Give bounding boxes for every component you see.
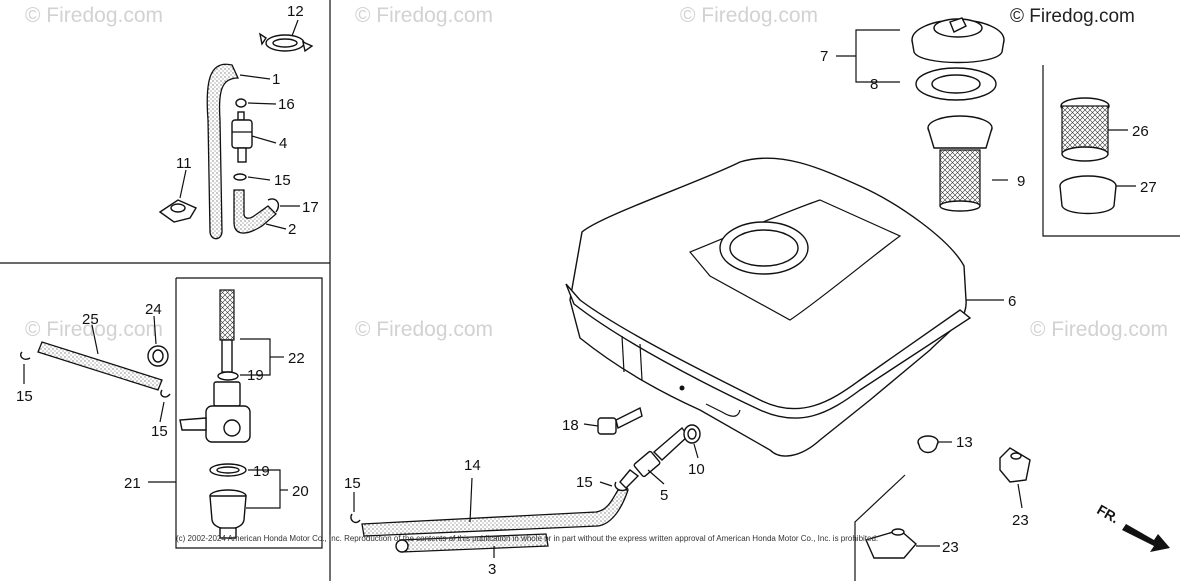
callout-21: 21 [124, 475, 141, 492]
watermark-primary: © Firedog.com [1010, 6, 1135, 27]
strainer-part-26 [1060, 97, 1110, 162]
callout-6: 6 [1008, 293, 1016, 310]
watermark-text: © Firedog.com [1030, 318, 1168, 341]
clip-part-16 [235, 98, 247, 108]
cap-gasket-part-8 [915, 67, 997, 101]
watermark-text: © Firedog.com [25, 318, 163, 341]
callout-18: 18 [562, 417, 579, 434]
washer-part-10 [683, 424, 701, 444]
callout-20: 20 [292, 483, 309, 500]
fuel-hose-part-1 [206, 63, 240, 240]
bolt-part-18 [597, 406, 643, 435]
callout-23: 23 [1012, 512, 1029, 529]
callout-4: 4 [279, 135, 287, 152]
sediment-cup-part-20 [209, 489, 247, 539]
hose-clamp-part-12 [258, 32, 314, 53]
hose-part-2 [233, 189, 277, 234]
tube-part-25 [37, 341, 163, 391]
clip-part-15 [233, 173, 247, 181]
callout-17: 17 [302, 199, 319, 216]
callout-7: 7 [820, 48, 828, 65]
cap-part-13 [917, 435, 939, 454]
bracket-part-23 [865, 528, 917, 559]
callout-26: 26 [1132, 123, 1149, 140]
clip-part-15 [160, 389, 171, 398]
callout-labels: 12 1 16 4 11 15 17 2 25 24 15 15 21 22 1… [16, 3, 1157, 578]
callout-15: 15 [344, 475, 361, 492]
o-ring-inner-part-19 [216, 466, 240, 474]
clip-part-15 [350, 513, 361, 524]
callout-25: 25 [82, 311, 99, 328]
front-direction-arrow: FR. [1094, 501, 1170, 552]
callout-13: 13 [956, 434, 973, 451]
fuel-joint-part-5 [619, 426, 689, 489]
clip-part-17 [267, 198, 280, 213]
direction-label: FR. [1094, 501, 1122, 526]
fuel-cap-part-7 [911, 17, 1005, 64]
callout-22: 22 [288, 350, 305, 367]
callout-5: 5 [660, 487, 668, 504]
fuel-tank-part-6 [565, 157, 972, 457]
callout-23: 23 [942, 539, 959, 556]
o-ring-part-19 [217, 371, 239, 381]
callout-24: 24 [145, 301, 162, 318]
watermark-text: © Firedog.com [680, 4, 818, 27]
grommet-part-24 [147, 345, 169, 367]
callout-15: 15 [576, 474, 593, 491]
fuel-valve-part-21 [179, 381, 251, 443]
fuel-strainer-part-9 [927, 115, 993, 212]
fuel-filter-part-4 [231, 111, 253, 163]
tube-end-part-3 [395, 539, 409, 553]
ring-part-27 [1059, 175, 1117, 215]
clip-part-15 [614, 481, 629, 492]
callout-12: 12 [287, 3, 304, 20]
callout-19: 19 [247, 367, 264, 384]
callout-27: 27 [1140, 179, 1157, 196]
strainer-part-22 [219, 289, 235, 373]
callout-15: 15 [16, 388, 33, 405]
callout-15: 15 [151, 423, 168, 440]
callout-11: 11 [176, 155, 192, 172]
clip-part-11 [158, 199, 198, 223]
callout-14: 14 [464, 457, 481, 474]
watermark-text: © Firedog.com [355, 4, 493, 27]
callout-15: 15 [274, 172, 291, 189]
callout-19: 19 [253, 463, 270, 480]
callout-8: 8 [870, 76, 878, 93]
callout-1: 1 [272, 71, 280, 88]
callout-10: 10 [688, 461, 705, 478]
callout-9: 9 [1017, 173, 1025, 190]
callout-2: 2 [288, 221, 296, 238]
watermark-text: © Firedog.com [355, 318, 493, 341]
leader-lines [23, 19, 1136, 558]
clip-part-15 [20, 351, 31, 361]
tube-part-14 [361, 489, 629, 537]
watermark-text: © Firedog.com [25, 4, 163, 27]
bracket-part-23 [999, 447, 1031, 483]
callout-3: 3 [488, 561, 496, 578]
callout-16: 16 [278, 96, 295, 113]
copyright-notice: (c) 2002-2024 American Honda Motor Co., … [176, 534, 878, 543]
